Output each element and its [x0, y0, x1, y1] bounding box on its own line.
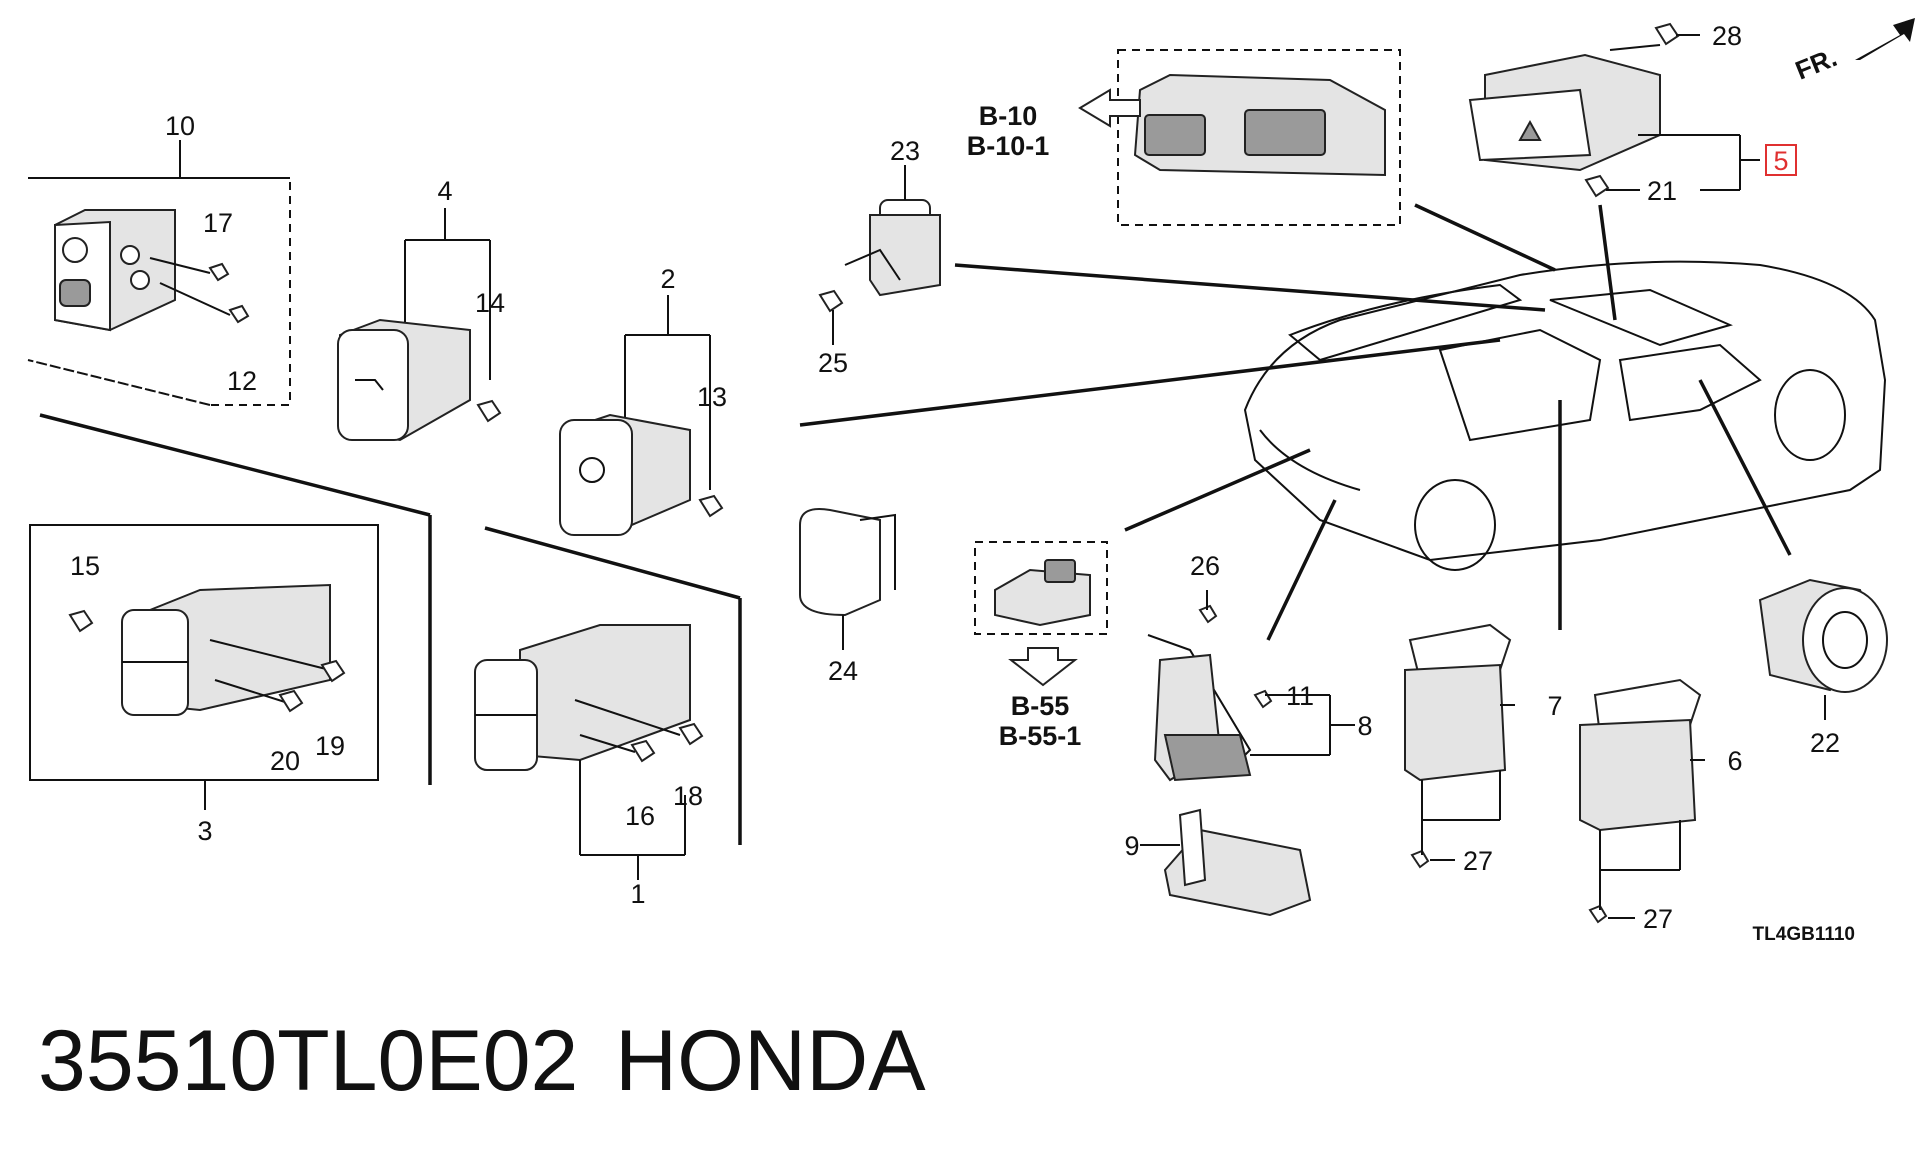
callout-7: 7 [1547, 691, 1562, 721]
callout-labels: 10 17 12 4 14 2 13 15 19 20 3 16 18 1 23… [70, 21, 1840, 934]
part-23-sensor [818, 165, 1546, 345]
callout-2: 2 [660, 264, 675, 294]
callout-19: 19 [315, 731, 345, 761]
callout-6: 6 [1727, 746, 1742, 776]
ref-b10-box [1078, 49, 1556, 272]
part-10-headlight-switch [27, 140, 291, 406]
callout-13: 13 [697, 382, 727, 412]
ref-b55-1: B-55-1 [999, 721, 1082, 751]
vehicle-outline [1124, 260, 1887, 641]
ref-b10-1: B-10-1 [967, 131, 1050, 161]
footer-brand: HONDA [615, 1013, 926, 1109]
callout-20: 20 [270, 746, 300, 776]
ref-b55-box [974, 541, 1108, 687]
front-marker-label: FR. [1791, 42, 1841, 86]
callout-9: 9 [1124, 831, 1139, 861]
callout-21: 21 [1647, 176, 1677, 206]
callout-5: 5 [1773, 146, 1788, 176]
callout-4: 4 [437, 176, 452, 206]
callout-1: 1 [630, 879, 645, 909]
callout-26: 26 [1190, 551, 1220, 581]
footer-part-number: 35510TL0E02 [38, 1013, 578, 1109]
part-22-key-switch [1758, 578, 1888, 720]
callout-8: 8 [1357, 711, 1372, 741]
callout-10: 10 [165, 111, 195, 141]
part-9-bezel [1140, 808, 1312, 917]
reference-labels: B-10 B-10-1 B-55 B-55-1 FR. TL4GB1110 [967, 42, 1855, 945]
part-24-cover [799, 508, 896, 650]
part-4-switch [337, 208, 502, 442]
part-1-switch-assembly [474, 526, 742, 880]
callout-17: 17 [203, 208, 233, 238]
part-5-hazard-switch [1468, 22, 1760, 321]
callout-15: 15 [70, 551, 100, 581]
footer: 35510TL0E02 HONDA [38, 1013, 926, 1109]
callout-23: 23 [890, 136, 920, 166]
callout-18: 18 [673, 781, 703, 811]
part-6-switch [1579, 678, 1705, 924]
highlight-box-5 [1765, 144, 1797, 176]
callout-28: 28 [1712, 21, 1742, 51]
callout-14: 14 [475, 288, 505, 318]
callout-27-a: 27 [1463, 846, 1493, 876]
ref-b10: B-10 [979, 101, 1038, 131]
callout-25: 25 [818, 348, 848, 378]
callout-22: 22 [1810, 728, 1840, 758]
callout-11: 11 [1286, 681, 1314, 711]
ref-b55: B-55 [1011, 691, 1070, 721]
callout-12: 12 [227, 366, 257, 396]
part-7-switch [1404, 623, 1515, 869]
callout-24: 24 [828, 656, 858, 686]
callout-27-b: 27 [1643, 904, 1673, 934]
part-8-switch [1147, 590, 1355, 782]
front-arrow-icon [1855, 18, 1915, 60]
diagram-code: TL4GB1110 [1753, 924, 1855, 945]
part-3-switch-assembly [29, 413, 432, 810]
callout-16: 16 [625, 801, 655, 831]
callout-3: 3 [197, 816, 212, 846]
part-2-switch [559, 295, 724, 536]
